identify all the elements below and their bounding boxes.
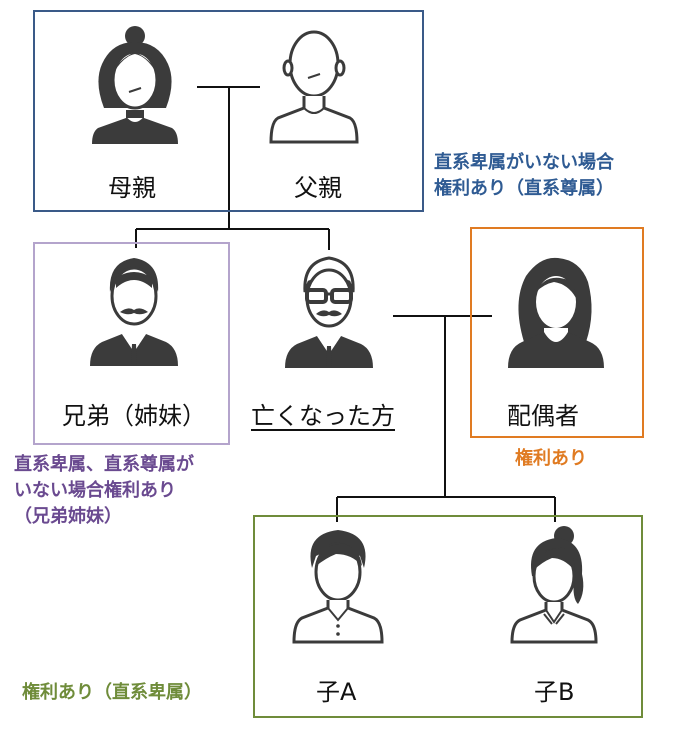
deceased-icon: [285, 256, 373, 368]
child-b-label: 子B: [534, 678, 575, 706]
spouse-note: 権利あり: [515, 448, 587, 469]
child-a-icon: [292, 530, 384, 644]
spouse-label: 配偶者: [507, 402, 579, 430]
child-b-icon: [510, 526, 598, 644]
father-label: 父親: [294, 174, 342, 202]
parents-group-box: [33, 10, 424, 212]
sibling-icon: [90, 258, 178, 366]
ascendants-note-line1: 直系卑属がいない場合: [434, 152, 614, 173]
child-a-label: 子A: [316, 678, 357, 706]
deceased-label: 亡くなった方: [251, 402, 395, 430]
spouse-icon: [508, 257, 604, 368]
siblings-note: 直系卑属、直系尊属が いない場合権利あり （兄弟姉妹）: [14, 452, 194, 530]
ascendants-note: 直系卑属がいない場合 権利あり（直系尊属）: [434, 150, 614, 202]
mother-label: 母親: [108, 174, 156, 202]
siblings-note-line2: いない場合権利あり: [14, 480, 176, 501]
descendants-note: 権利あり（直系卑属）: [22, 682, 202, 703]
father-icon: [269, 30, 359, 144]
siblings-label: 兄弟（姉妹）: [62, 402, 206, 430]
mother-icon: [92, 26, 178, 144]
siblings-note-line3: （兄弟姉妹）: [14, 506, 122, 527]
siblings-group-box: [33, 242, 230, 445]
children-group-box: [253, 515, 643, 718]
spouse-group-box: [470, 227, 644, 438]
siblings-note-line1: 直系卑属、直系尊属が: [14, 454, 194, 475]
ascendants-note-line2: 権利あり（直系尊属）: [434, 178, 614, 199]
